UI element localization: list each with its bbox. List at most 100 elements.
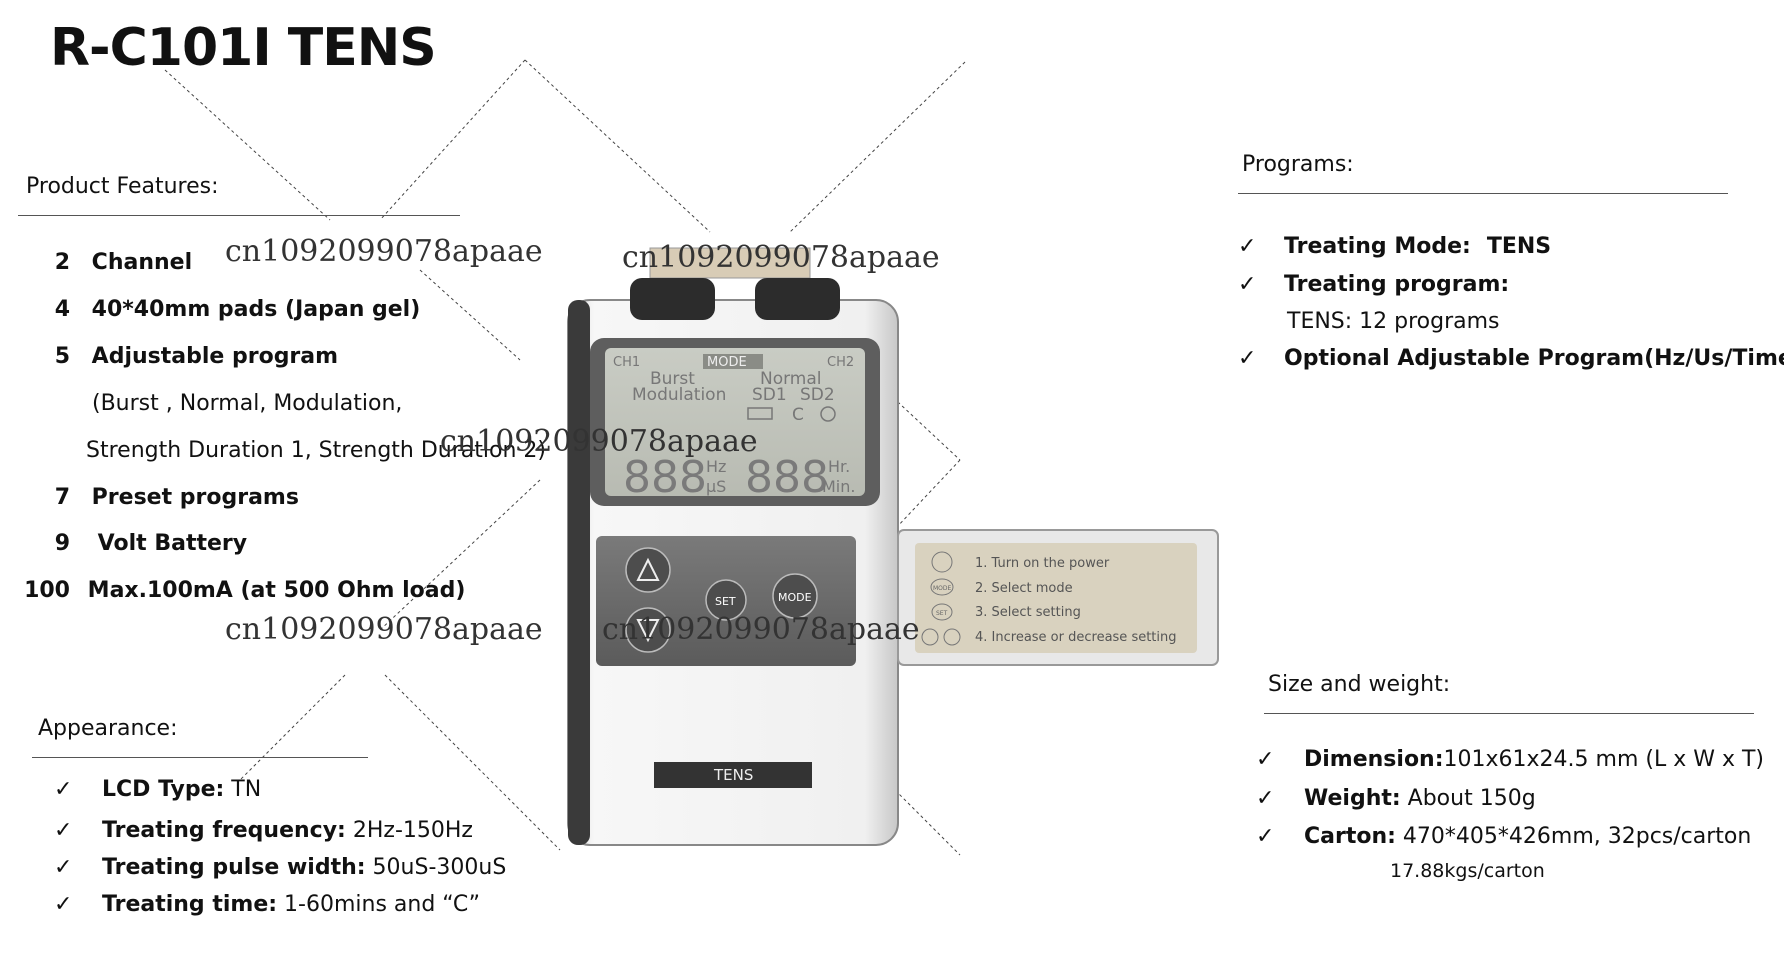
panel-set-icon-label: SET (936, 610, 948, 617)
appearance-item: ✓ Treating frequency: 2Hz-150Hz (54, 818, 473, 843)
lcd-hr: Hr. (828, 457, 850, 476)
appearance-heading: Appearance: (38, 716, 178, 741)
panel-mode-icon-label: MODE (933, 585, 952, 592)
feature-item: 100 Max.100mA (at 500 Ohm load) (10, 578, 465, 603)
item-label: Treating Mode: (1284, 234, 1471, 259)
power-icon (931, 551, 953, 573)
item-label: Dimension: (1304, 747, 1444, 772)
programs-heading: Programs: (1242, 152, 1354, 177)
feature-sub-line: Strength Duration 1, Strength Duration 2… (86, 438, 546, 463)
device-side-grip (568, 300, 590, 845)
lcd-ch1: CH1 (613, 355, 640, 370)
check-icon: ✓ (54, 855, 73, 880)
tens-device: CH1 MODE CH2 Burst Normal Modulation SD1… (567, 247, 1219, 846)
check-icon: ✓ (54, 818, 73, 843)
brand-label: TENS (713, 766, 753, 784)
item-label: Weight: (1304, 786, 1401, 811)
lcd-screen (605, 348, 865, 496)
lcd-digits-left: 888 (623, 452, 707, 503)
watermark-text: cn1092099078apaae (440, 424, 758, 459)
check-icon: ✓ (1238, 272, 1257, 297)
size-heading: Size and weight: (1268, 672, 1451, 697)
program-item: ✓ Optional Adjustable Program(Hz/Us/Time) (1238, 346, 1784, 371)
lcd-modulation: Modulation (632, 385, 726, 405)
item-value: 1-60mins and “C” (277, 892, 481, 917)
feature-text: 40*40mm pads (Japan gel) (91, 297, 421, 322)
check-icon: ✓ (54, 777, 73, 802)
feature-number: 4 (54, 297, 70, 322)
feature-text: Preset programs (91, 485, 299, 510)
mode-button-label: MODE (778, 591, 812, 604)
program-item: ✓ Treating program: (1238, 272, 1509, 297)
instruction-step: 2. Select mode (975, 581, 1073, 596)
item-value: 101x61x24.5 mm (L x W x T) (1443, 747, 1765, 772)
check-icon: ✓ (1256, 747, 1275, 772)
item-label: Optional Adjustable Program(Hz/Us/Time) (1284, 346, 1784, 371)
instruction-card (915, 543, 1197, 653)
size-item: ✓ Weight: About 150g (1256, 786, 1536, 811)
set-icon (931, 603, 953, 621)
item-value: TENS (1486, 234, 1552, 259)
feature-sub-line: (Burst , Normal, Modulation, (92, 391, 403, 416)
ch1-knob[interactable] (630, 278, 715, 320)
feature-number: 5 (54, 344, 70, 369)
lcd-normal: Normal (760, 369, 822, 389)
feature-item: 9 Volt Battery (10, 531, 247, 556)
feature-item: 5 Adjustable program (10, 344, 338, 369)
item-label: Carton: (1304, 824, 1396, 849)
down-arrow-icon (636, 619, 660, 643)
watermark-text: cn1092099078apaae (225, 234, 543, 269)
up-arrow-icon (636, 557, 660, 581)
item-value: 50uS-300uS (365, 855, 507, 880)
ch2-knob[interactable] (755, 278, 840, 320)
size-item: ✓ Dimension:101x61x24.5 mm (L x W x T) (1256, 747, 1764, 772)
feature-text: Max.100mA (at 500 Ohm load) (87, 578, 466, 603)
feature-number: 100 (24, 578, 70, 603)
check-icon: ✓ (1256, 824, 1275, 849)
item-label: Treating program: (1284, 272, 1510, 297)
lcd-hz: Hz (706, 457, 726, 476)
set-button[interactable] (705, 579, 747, 621)
size-item: ✓ Carton: 470*405*426mm, 32pcs/carton (1256, 824, 1751, 849)
item-label: Treating pulse width: (102, 855, 366, 880)
item-label: LCD Type: (102, 777, 225, 802)
appearance-divider (32, 757, 368, 758)
up-button[interactable] (625, 547, 671, 593)
instruction-step: 4. Increase or decrease setting (975, 630, 1177, 645)
programs-divider (1238, 193, 1728, 194)
item-value: 470*405*426mm, 32pcs/carton (1395, 824, 1752, 849)
lcd-sd2: SD2 (800, 385, 835, 405)
down-icon (943, 628, 961, 646)
lcd-c: C (792, 405, 804, 425)
feature-text: Adjustable program (91, 344, 339, 369)
lcd-ch2: CH2 (827, 355, 854, 370)
features-heading: Product Features: (26, 174, 219, 199)
lcd-us: µS (706, 477, 726, 496)
feature-text: Channel (91, 250, 193, 275)
watermark-text: cn1092099078apaae (622, 240, 940, 275)
clock-icon (820, 406, 836, 422)
item-value: About 150g (1400, 786, 1536, 811)
item-value: 2Hz-150Hz (345, 818, 473, 843)
item-value: TN (224, 777, 262, 802)
feature-item: 2 Channel (10, 250, 192, 275)
watermark-text: cn1092099078apaae (602, 612, 920, 647)
feature-number: 9 (54, 531, 70, 556)
check-icon: ✓ (1256, 786, 1275, 811)
mode-icon (930, 578, 954, 596)
mode-button[interactable] (772, 573, 818, 619)
item-label: Treating frequency: (102, 818, 346, 843)
check-icon: ✓ (1238, 346, 1257, 371)
carton-weight: 17.88kgs/carton (1390, 860, 1545, 882)
lcd-sd1: SD1 (752, 385, 787, 405)
watermark-text: cn1092099078apaae (225, 612, 543, 647)
check-icon: ✓ (1238, 234, 1257, 259)
up-icon (921, 628, 939, 646)
battery-icon (747, 407, 773, 420)
lcd-burst: Burst (650, 369, 695, 389)
feature-number: 7 (54, 485, 70, 510)
instruction-step: 1. Turn on the power (975, 556, 1110, 571)
program-item: ✓ Treating Mode: TENS (1238, 234, 1551, 259)
belt-clip (649, 247, 811, 279)
size-divider (1264, 713, 1754, 714)
